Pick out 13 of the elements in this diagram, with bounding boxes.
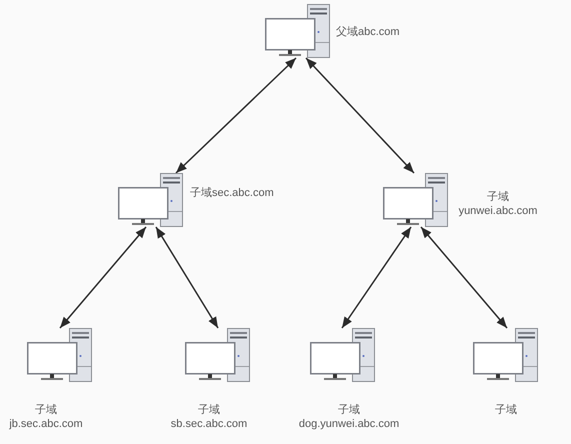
double-headed-arrow	[175, 57, 297, 174]
domain-label: 子域 sb.sec.abc.com	[170, 403, 248, 431]
domain-label: 父域abc.com	[336, 25, 400, 39]
domain-label: 子域sec.abc.com	[190, 186, 274, 200]
double-headed-arrow	[59, 226, 147, 328]
domain-label: 子域 dog.yunwei.abc.com	[298, 403, 400, 431]
double-headed-arrow	[341, 226, 412, 328]
domain-label: 子域 yunwei.abc.com	[458, 190, 538, 218]
domain-label: 子域	[494, 403, 518, 417]
double-headed-arrow	[305, 57, 415, 174]
double-headed-arrow	[420, 226, 508, 328]
domain-label: 子域 jb.sec.abc.com	[8, 403, 84, 431]
double-headed-arrow	[155, 226, 219, 328]
